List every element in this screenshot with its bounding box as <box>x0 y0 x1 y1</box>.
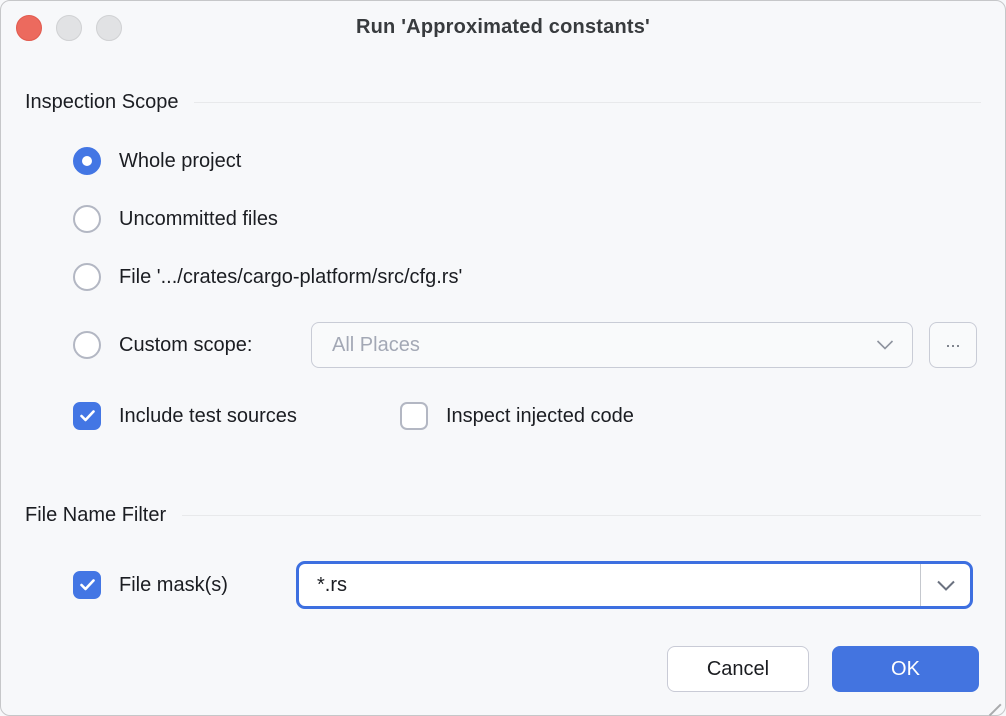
custom-scope-radio[interactable] <box>73 331 101 359</box>
inspect-injected-code-label: Inspect injected code <box>446 404 634 427</box>
uncommitted-files-radio[interactable] <box>73 205 101 233</box>
separator-line <box>194 101 981 103</box>
inspection-scope-options: Whole project Uncommitted files File '..… <box>73 147 981 430</box>
chevron-down-icon <box>876 340 894 350</box>
custom-scope-select[interactable]: All Places <box>311 322 913 368</box>
radio-row-file[interactable]: File '.../crates/cargo-platform/src/cfg.… <box>73 263 981 291</box>
inspection-scope-header: Inspection Scope <box>25 89 981 115</box>
checkbox-row: Include test sources Inspect injected co… <box>73 402 981 430</box>
file-mask-combo <box>296 561 973 609</box>
window-title: Run 'Approximated constants' <box>355 15 651 38</box>
whole-project-label: Whole project <box>119 149 242 172</box>
dialog-footer: Cancel OK <box>667 646 979 692</box>
traffic-lights <box>16 15 122 41</box>
custom-scope-select-value: All Places <box>332 333 420 356</box>
zoom-window-button <box>96 15 122 41</box>
whole-project-radio[interactable] <box>73 147 101 175</box>
file-mask-row: File mask(s) <box>73 561 981 609</box>
browse-scopes-button[interactable]: ... <box>929 322 977 368</box>
file-name-filter-heading: File Name Filter <box>25 503 167 526</box>
close-window-button[interactable] <box>16 15 42 41</box>
cancel-button[interactable]: Cancel <box>667 646 809 692</box>
checkmark-icon <box>79 410 95 422</box>
separator-line <box>182 514 981 516</box>
radio-row-custom-scope: Custom scope: All Places ... <box>73 322 981 368</box>
uncommitted-files-label: Uncommitted files <box>119 207 278 230</box>
file-name-filter-header: File Name Filter <box>25 502 981 528</box>
chevron-down-icon <box>936 580 955 591</box>
inspection-scope-heading: Inspection Scope <box>25 90 179 113</box>
file-label: File '.../crates/cargo-platform/src/cfg.… <box>119 265 463 288</box>
radio-row-whole-project[interactable]: Whole project <box>73 147 981 175</box>
checkmark-icon <box>79 579 95 591</box>
file-mask-input[interactable] <box>299 564 920 606</box>
title-bar: Run 'Approximated constants' <box>1 1 1005 53</box>
include-test-sources-label: Include test sources <box>119 404 297 427</box>
file-mask-checkbox[interactable] <box>73 571 101 599</box>
file-mask-label: File mask(s) <box>119 573 228 596</box>
file-radio[interactable] <box>73 263 101 291</box>
ellipsis-icon: ... <box>945 331 961 351</box>
file-mask-dropdown-button[interactable] <box>920 564 970 606</box>
include-test-sources-checkbox[interactable] <box>73 402 101 430</box>
dialog-content: Inspection Scope Whole project Uncommitt… <box>1 89 1005 609</box>
ok-button[interactable]: OK <box>832 646 979 692</box>
radio-row-uncommitted-files[interactable]: Uncommitted files <box>73 205 981 233</box>
resize-grip[interactable] <box>988 703 1002 716</box>
minimize-window-button <box>56 15 82 41</box>
inspect-injected-code-checkbox[interactable] <box>400 402 428 430</box>
custom-scope-label: Custom scope: <box>119 333 253 356</box>
file-name-filter-rows: File mask(s) <box>73 561 981 609</box>
